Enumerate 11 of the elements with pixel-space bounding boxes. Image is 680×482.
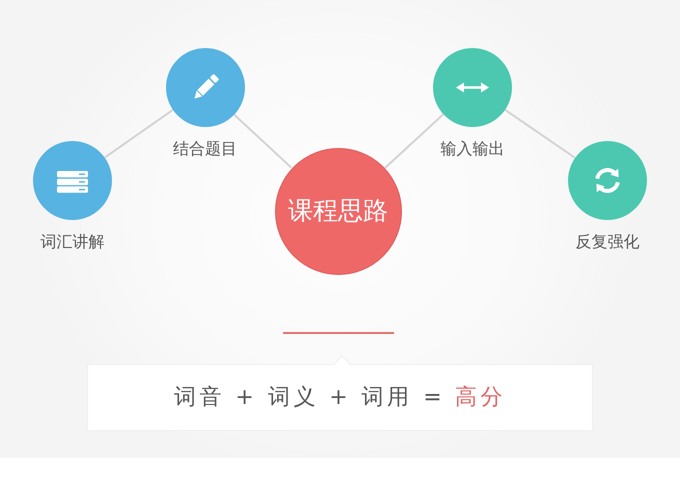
formula-text: 词音 + 词义 + 词用 = <box>174 384 446 412</box>
connector-line <box>233 114 292 169</box>
connector-line <box>504 108 576 159</box>
node-label: 输入输出 <box>440 139 504 159</box>
node-label: 词汇讲解 <box>40 232 104 252</box>
result-text: 高分 <box>455 384 506 412</box>
node-label: 反复强化 <box>576 232 640 252</box>
node-label: 结合题目 <box>173 139 237 159</box>
connector-line <box>104 109 174 158</box>
node-title: 课程思路 <box>288 196 388 226</box>
connector-line <box>384 113 444 169</box>
